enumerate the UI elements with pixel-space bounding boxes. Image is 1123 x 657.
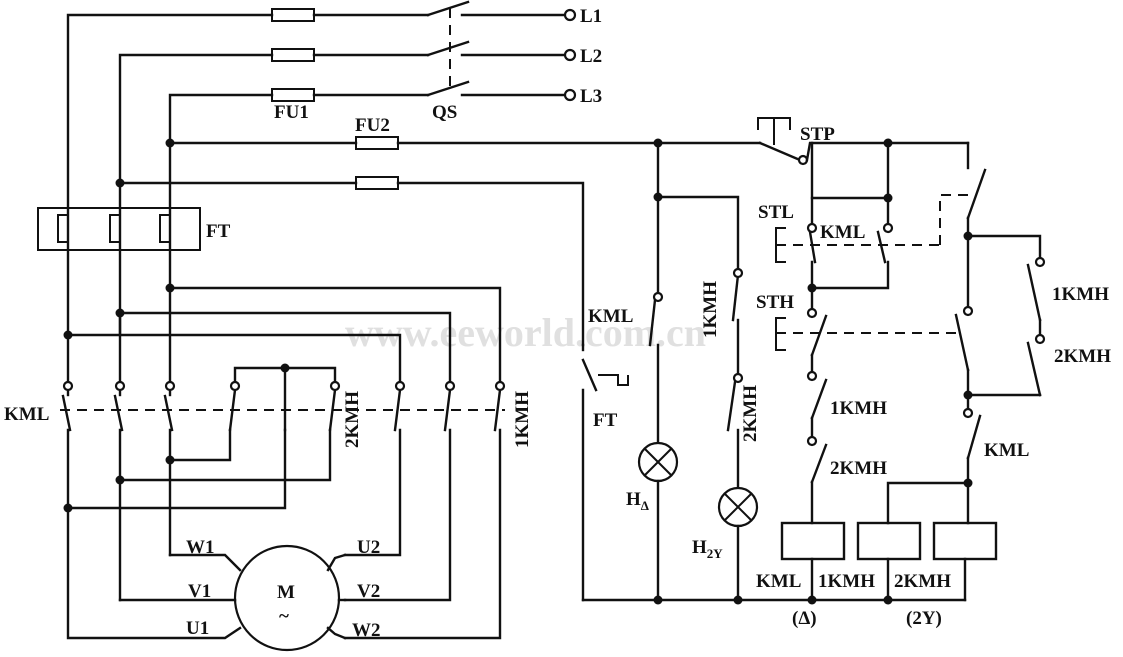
label-kml-left: KML (4, 404, 49, 425)
label-l3: L3 (580, 86, 602, 107)
control-lamps (581, 138, 759, 602)
label-fu1: FU1 (274, 102, 309, 123)
label-qs: QS (432, 102, 457, 123)
label-w2: W2 (352, 620, 381, 641)
label-u2: U2 (357, 537, 380, 558)
label-kml-right: KML (984, 440, 1029, 461)
motor: M ~ (66, 506, 347, 652)
label-1kmh-power: 1KMH (512, 391, 533, 448)
labels: L1 L2 L3 FU1 QS FU2 FT KML 2KMH 1KMH W1 … (4, 6, 1111, 641)
label-kml-coil: KML (756, 571, 801, 592)
label-v2: V2 (357, 581, 380, 602)
label-sth: STH (756, 292, 794, 313)
label-ft-relay: FT (206, 221, 231, 242)
label-kml-aux: KML (588, 306, 633, 327)
label-1kmh-right: 1KMH (1052, 284, 1109, 305)
label-l1: L1 (580, 6, 602, 27)
label-ft-contact: FT (593, 410, 618, 431)
label-h-2y: H2Y (692, 537, 723, 561)
control-feed (115, 136, 762, 347)
thermal-relay-ft (37, 207, 201, 251)
label-stl: STL (758, 202, 794, 223)
supply-lines (66, 0, 577, 337)
label-2kmh-lamp: 2KMH (740, 385, 761, 442)
label-2kmh-right: 2KMH (1054, 346, 1111, 367)
label-u1: U1 (186, 618, 209, 639)
label-h-delta: HΔ (626, 489, 649, 513)
label-l2: L2 (580, 46, 602, 67)
motor-tilde: ~ (279, 606, 289, 627)
motor-label: M (277, 582, 295, 603)
label-kml-ctrl: KML (820, 222, 865, 243)
label-v1: V1 (188, 581, 211, 602)
label-stp: STP (800, 124, 835, 145)
label-2y: (2Y) (906, 608, 942, 629)
label-2kmh-power: 2KMH (342, 391, 363, 448)
control-coils (581, 117, 1046, 605)
label-1kmh-coil: 1KMH (818, 571, 875, 592)
label-1kmh-ctrl: 1KMH (830, 398, 887, 419)
watermark: www.eeworld.com.cn (345, 310, 706, 355)
label-1kmh-lamp: 1KMH (700, 281, 721, 338)
label-2kmh-coil: 2KMH (894, 571, 951, 592)
label-2kmh-ctrl: 2KMH (830, 458, 887, 479)
label-delta: (Δ) (792, 608, 817, 629)
label-fu2: FU2 (355, 115, 390, 136)
label-w1: W1 (186, 537, 215, 558)
power-contacts (60, 283, 506, 640)
